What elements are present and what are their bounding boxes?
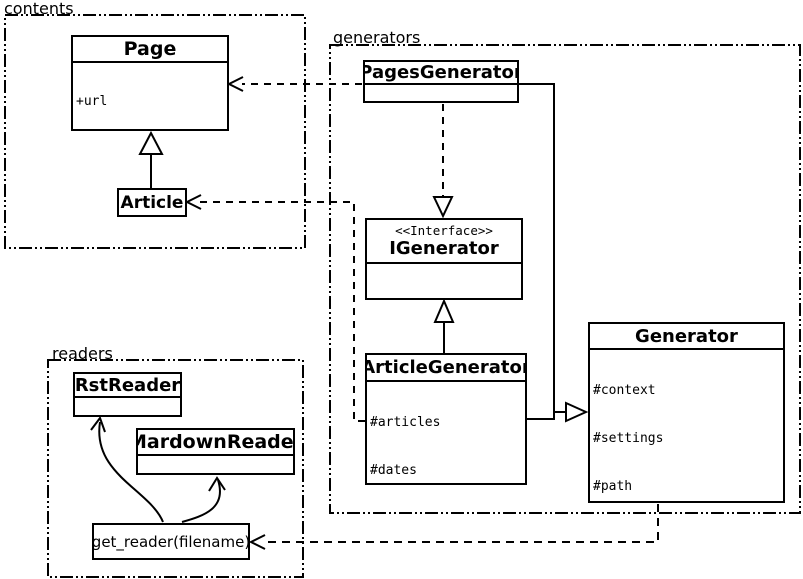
curve-getreader-rstreader <box>98 421 164 523</box>
class-box-mardown-reader: MardownReader +read() <box>136 428 295 475</box>
hollow-triangle-igenerator-bottom <box>433 298 455 323</box>
function-label: get_reader(filename) <box>92 532 250 551</box>
open-arrowhead-getreader <box>248 534 266 550</box>
hollow-triangle-page <box>138 130 164 155</box>
package-border-generators <box>329 44 801 514</box>
class-box-generator: Generator #context #settings #path #them… <box>588 322 785 503</box>
class-attribute: #path <box>593 479 633 494</box>
generalization-line-pagesgenerator-generator <box>518 83 566 413</box>
class-title: RstReader <box>74 374 181 396</box>
package-border-readers <box>47 359 304 578</box>
class-box-rst-reader: RstReader +read() <box>73 372 182 417</box>
package-label-generators: generators <box>333 28 421 47</box>
class-title: ArticleGenerator <box>365 357 527 378</box>
attributes-compartment: #context #settings #path #theme #output_… <box>590 348 783 501</box>
open-arrowhead-article <box>184 194 202 210</box>
methods-compartment: +read() <box>75 396 180 415</box>
dependency-line-articlegenerator-article <box>200 201 365 422</box>
open-arrowhead-mardownreader <box>208 476 226 492</box>
class-attribute: #context <box>593 383 656 398</box>
attributes-compartment: #pages <box>365 83 517 101</box>
class-box-pages-generator: PagesGenerator #pages <box>363 60 519 103</box>
class-title: MardownReader <box>136 431 295 453</box>
class-method: +generate_context() <box>370 297 519 298</box>
class-title: IGenerator <box>389 238 499 259</box>
class-box-article: Article <box>117 188 187 217</box>
hollow-triangle-generator <box>565 401 589 423</box>
methods-compartment: +generate_context() +generate_output() <box>367 262 521 298</box>
package-border-contents <box>4 14 306 249</box>
class-attribute: #articles <box>370 415 441 430</box>
class-title: Page <box>123 38 177 60</box>
class-box-article-generator: ArticleGenerator #articles #dates #tags … <box>365 353 527 485</box>
class-attribute: #dates <box>370 463 417 478</box>
class-title: Generator <box>635 325 738 347</box>
class-stereotype: <<Interface>> <box>395 223 493 238</box>
generalization-line-articlegenerator-generator <box>527 411 555 420</box>
class-attribute: +url <box>76 94 108 109</box>
class-box-igenerator: <<Interface>> IGenerator +generate_conte… <box>365 218 523 300</box>
class-attribute: #settings <box>593 431 664 446</box>
hollow-triangle-igenerator-top <box>432 196 454 219</box>
package-label-contents: contents <box>4 0 74 18</box>
open-arrowhead-page <box>226 76 244 92</box>
open-arrowhead-rstreader <box>90 415 106 433</box>
attributes-compartment: #articles #dates #tags #categories <box>367 380 525 483</box>
class-title: Article <box>120 192 184 213</box>
curve-getreader-mardownreader <box>181 479 221 523</box>
attributes-compartment: +url +slug +summary <box>73 61 227 129</box>
function-box-get-reader: get_reader(filename) <box>92 523 250 560</box>
methods-compartment: +read() <box>138 454 293 473</box>
package-label-readers: readers <box>52 344 113 363</box>
class-title: PagesGenerator <box>363 62 519 83</box>
class-box-page: Page +url +slug +summary +check_properti… <box>71 35 229 131</box>
dependency-line-generator-getreader <box>264 504 659 543</box>
